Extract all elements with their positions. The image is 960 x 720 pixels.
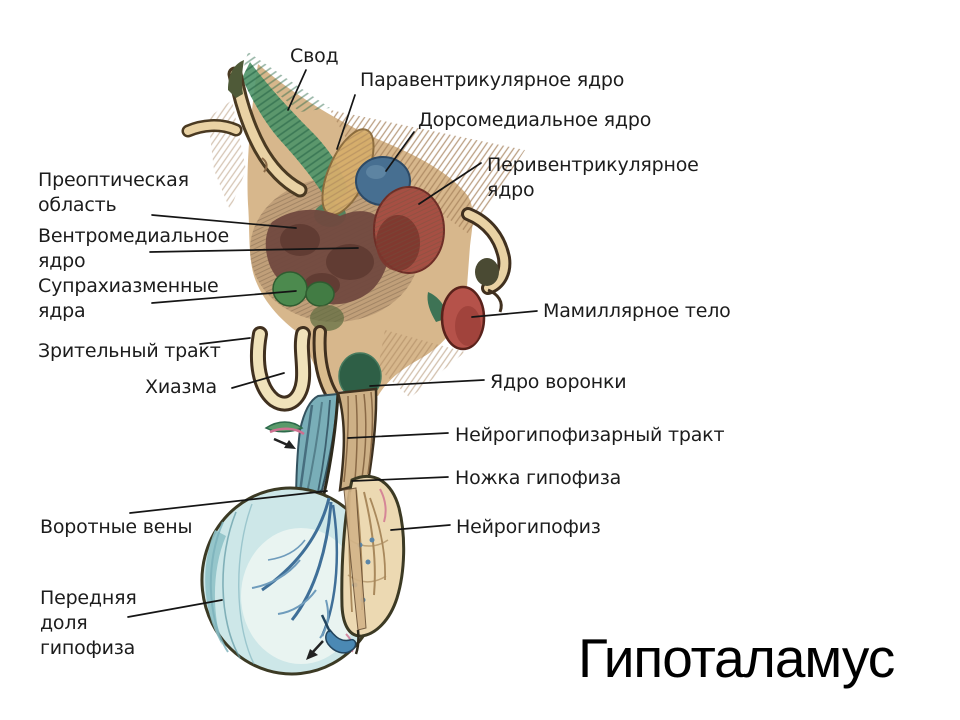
- label-preoptic: Преоптическая область: [38, 169, 189, 216]
- label-infundibular-nucleus: Ядро воронки: [490, 371, 627, 393]
- label-fornix: Свод: [290, 45, 339, 67]
- leader-neurohypophysis: [390, 524, 451, 531]
- leader-paraventricular: [336, 94, 356, 150]
- portal-veins-shape: [251, 497, 339, 639]
- label-suprachiasmatic: Супрахиазменные ядра: [38, 275, 219, 322]
- optic-chiasm: [250, 305, 344, 412]
- hatch-upper-right: [330, 110, 525, 235]
- label-neurohypophyseal-tract: Нейрогипофизарный тракт: [455, 424, 725, 446]
- figure-title: Гипоталамус: [578, 627, 895, 689]
- leader-infundibular: [369, 379, 485, 387]
- leader-lines: [127, 69, 538, 618]
- leader-portal-veins: [129, 490, 328, 514]
- mamillary-region: [427, 207, 512, 351]
- label-pituitary-stalk: Ножка гипофиза: [455, 467, 622, 489]
- leader-preoptic: [151, 214, 297, 229]
- leader-suprachiasmatic: [151, 290, 297, 304]
- leader-pituitary-stalk: [351, 476, 449, 482]
- label-periventricular: Перивентрикулярное ядро: [487, 154, 699, 201]
- leader-dorsomedial: [385, 131, 415, 172]
- label-portal-veins: Воротные вены: [40, 516, 193, 538]
- outflow-arrow: [306, 640, 324, 660]
- wall-dark-tip: [228, 60, 244, 98]
- bottom-vessel: [325, 629, 357, 654]
- label-ventromedial: Вентромедиальное ядро: [38, 225, 229, 272]
- neurohypophysis-shape: [340, 475, 406, 655]
- label-neurohypophysis: Нейрогипофиз: [456, 516, 601, 538]
- label-paraventricular: Паравентрикулярное ядро: [360, 69, 625, 91]
- leader-optic-tract: [199, 337, 251, 345]
- accents: [264, 421, 387, 660]
- leader-anterior-lobe: [127, 599, 223, 618]
- suprachiasmatic-nuclei: [272, 271, 335, 307]
- periventricular-nucleus: [373, 186, 445, 274]
- label-anterior-lobe: Передняя доля гипофиза: [40, 587, 137, 659]
- label-optic-tract: Зрительный тракт: [38, 340, 221, 362]
- inflow-arrow: [273, 437, 296, 449]
- hatch-lower-right: [378, 330, 465, 398]
- leader-chiasm: [231, 372, 285, 389]
- leader-fornix: [287, 69, 307, 111]
- hatch-upper-left: [244, 52, 330, 112]
- label-dorsomedial: Дорсомедиальное ядро: [418, 109, 652, 131]
- label-mamillary-body: Мамиллярное тело: [543, 300, 731, 322]
- third-ventricle-wall: [181, 60, 308, 198]
- label-chiasm: Хиазма: [145, 376, 217, 398]
- leader-periventricular: [418, 162, 482, 205]
- leader-mamillary: [471, 310, 538, 318]
- leader-neurohypophyseal-tract: [347, 432, 449, 439]
- leader-ventromedial: [149, 247, 359, 253]
